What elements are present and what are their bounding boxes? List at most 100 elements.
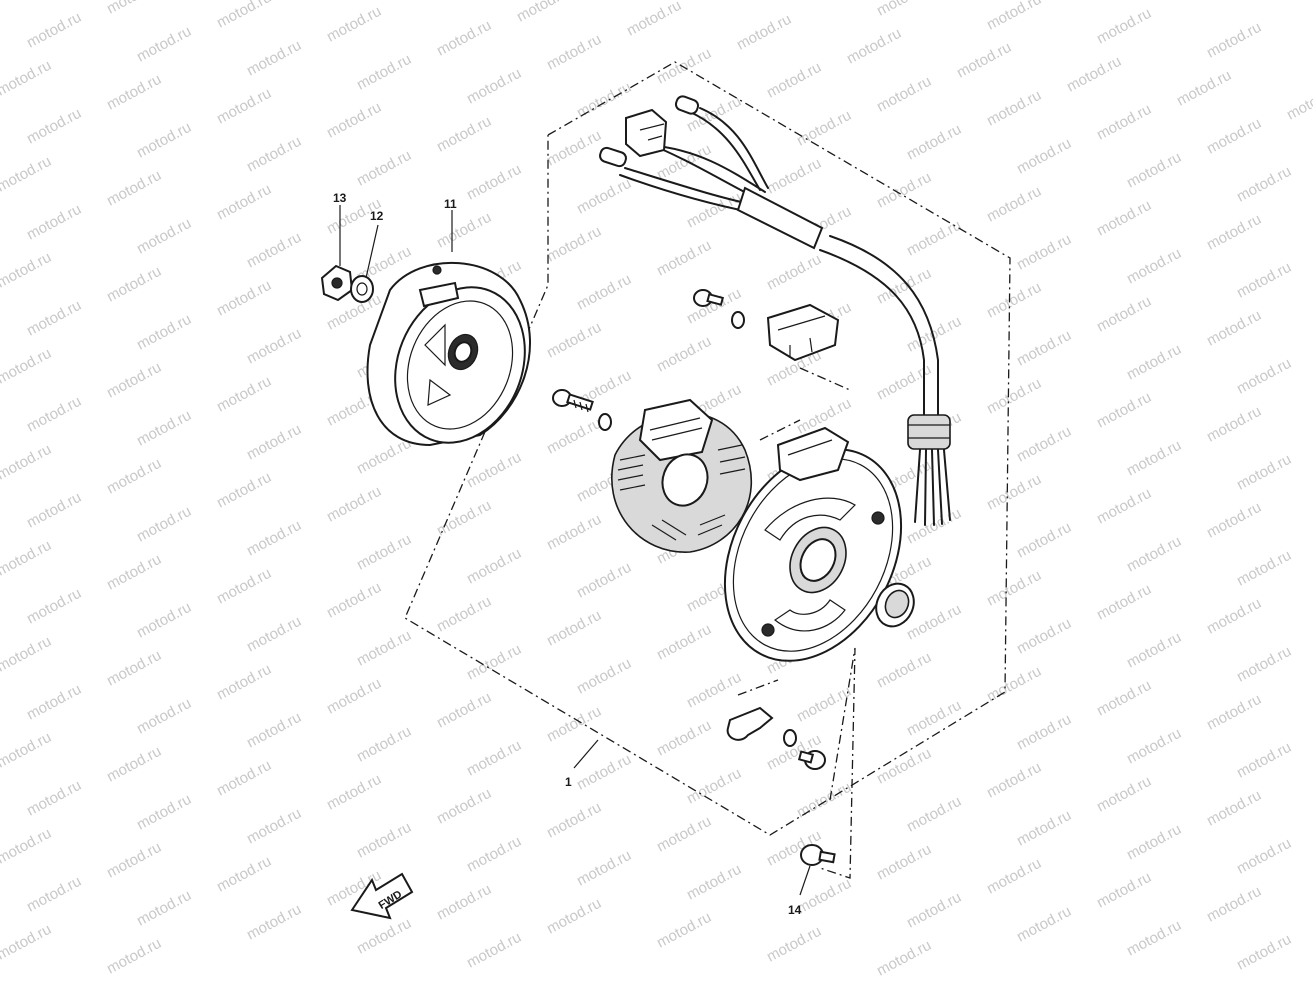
watermark-text: motod.ru	[1124, 149, 1184, 192]
watermark-text: motod.ru	[354, 531, 414, 574]
watermark-text: motod.ru	[1124, 821, 1184, 864]
watermark-text: motod.ru	[244, 421, 304, 464]
flywheel-rotor	[366, 261, 531, 447]
watermark-text: motod.ru	[104, 167, 164, 210]
label-part-12: 12	[370, 209, 384, 223]
watermark-text: motod.ru	[434, 689, 494, 732]
watermark-text: motod.ru	[104, 359, 164, 402]
watermark-text: motod.ru	[1204, 787, 1264, 830]
watermark-text: motod.ru	[654, 909, 714, 952]
watermark-text: motod.ru	[134, 215, 194, 258]
watermark-text: motod.ru	[654, 813, 714, 856]
watermark-text: motod.ru	[244, 517, 304, 560]
watermark-text: motod.ru	[654, 333, 714, 376]
watermark-text: motod.ru	[1014, 807, 1074, 850]
watermark-text: motod.ru	[104, 71, 164, 114]
watermark-text: motod.ru	[984, 87, 1044, 130]
watermark-text: motod.ru	[464, 65, 524, 108]
label-part-1: 1	[565, 775, 572, 789]
watermark-text: motod.ru	[1094, 389, 1154, 432]
watermark-text: motod.ru	[1014, 519, 1074, 562]
watermark-text: motod.ru	[874, 841, 934, 884]
watermark-text: motod.ru	[354, 51, 414, 94]
watermark-text: motod.ru	[1234, 163, 1294, 206]
watermark-text: motod.ru	[874, 937, 934, 980]
watermark-text: motod.ru	[684, 669, 744, 712]
watermark-text: motod.ru	[1094, 485, 1154, 528]
clamp-lock-washer	[783, 729, 797, 747]
watermark-text: motod.ru	[1234, 835, 1294, 878]
watermark-text: motod.ru	[544, 799, 604, 842]
watermark-text: motod.ru	[1234, 547, 1294, 590]
pulser-coil	[766, 303, 840, 362]
watermark-text: motod.ru	[984, 279, 1044, 322]
watermark-text: motod.ru	[24, 777, 84, 820]
watermark-text: motod.ru	[764, 155, 824, 198]
watermark-text: motod.ru	[434, 113, 494, 156]
watermark-text: motod.ru	[1014, 711, 1074, 754]
watermark-text: motod.ru	[214, 85, 274, 128]
watermark-text: motod.ru	[464, 833, 524, 876]
watermark-text: motod.ru	[544, 415, 604, 458]
watermark-text: motod.ru	[134, 23, 194, 66]
watermark-text: motod.ru	[434, 881, 494, 924]
watermark-text: motod.ru	[434, 17, 494, 60]
watermark-text: motod.ru	[244, 709, 304, 752]
watermark-text: motod.ru	[874, 169, 934, 212]
label-part-11: 11	[444, 197, 457, 211]
watermark-text: motod.ru	[104, 647, 164, 690]
watermark-text: motod.ru	[1094, 5, 1154, 48]
watermark-text: motod.ru	[354, 819, 414, 862]
watermark-text: motod.ru	[984, 759, 1044, 802]
stator-coil	[611, 398, 753, 553]
watermark-text: motod.ru	[1204, 691, 1264, 734]
watermark-text: motod.ru	[244, 37, 304, 80]
watermark-text: motod.ru	[324, 579, 384, 622]
watermark-text: motod.ru	[574, 271, 634, 314]
watermark-text: motod.ru	[244, 805, 304, 848]
watermark-text: motod.ru	[104, 743, 164, 786]
watermark-text: motod.ru	[0, 249, 54, 292]
watermark-text: motod.ru	[684, 765, 744, 808]
watermark-text: motod.ru	[1234, 739, 1294, 782]
watermark-text: motod.ru	[1234, 259, 1294, 302]
watermark-text: motod.ru	[24, 9, 84, 52]
clamp-screw	[797, 750, 826, 770]
watermark-text: motod.ru	[794, 107, 854, 150]
watermark-text: motod.ru	[574, 655, 634, 698]
watermark-text: motod.ru	[1204, 19, 1264, 62]
watermark-text: motod.ru	[1204, 403, 1264, 446]
watermark-text: motod.ru	[134, 599, 194, 642]
watermark-text: motod.ru	[574, 847, 634, 890]
watermark-text: motod.ru	[464, 929, 524, 972]
wire-ends	[914, 449, 951, 526]
watermark-text: motod.ru	[104, 839, 164, 882]
leader-lines	[339, 205, 811, 896]
watermark-text: motod.ru	[1204, 115, 1264, 158]
watermark-text: motod.ru	[0, 633, 54, 676]
watermark-text: motod.ru	[464, 545, 524, 588]
watermark-text: motod.ru	[134, 311, 194, 354]
watermark-text: motod.ru	[1204, 883, 1264, 926]
watermark-text: motod.ru	[544, 223, 604, 266]
watermark-text: motod.ru	[1014, 231, 1074, 274]
watermark-text: motod.ru	[24, 489, 84, 532]
watermark-text: motod.ru	[764, 59, 824, 102]
watermark-text: motod.ru	[874, 0, 934, 20]
watermark-text: motod.ru	[464, 449, 524, 492]
watermark-text: motod.ru	[1094, 677, 1154, 720]
watermark-text: motod.ru	[1234, 451, 1294, 494]
watermark-text: motod.ru	[904, 217, 964, 260]
watermark-text: motod.ru	[874, 649, 934, 692]
watermark-text: motod.ru	[1124, 245, 1184, 288]
watermark-text: motod.ru	[1124, 437, 1184, 480]
watermark-text: motod.ru	[354, 723, 414, 766]
bullet-connector-lower	[599, 146, 627, 168]
bullet-connector-upper	[674, 95, 700, 115]
pulser-screw	[693, 289, 725, 307]
watermark-text: motod.ru	[134, 887, 194, 930]
watermark-text: motod.ru	[104, 0, 164, 18]
watermark-text: motod.ru	[0, 153, 54, 196]
watermark-text: motod.ru	[24, 201, 84, 244]
